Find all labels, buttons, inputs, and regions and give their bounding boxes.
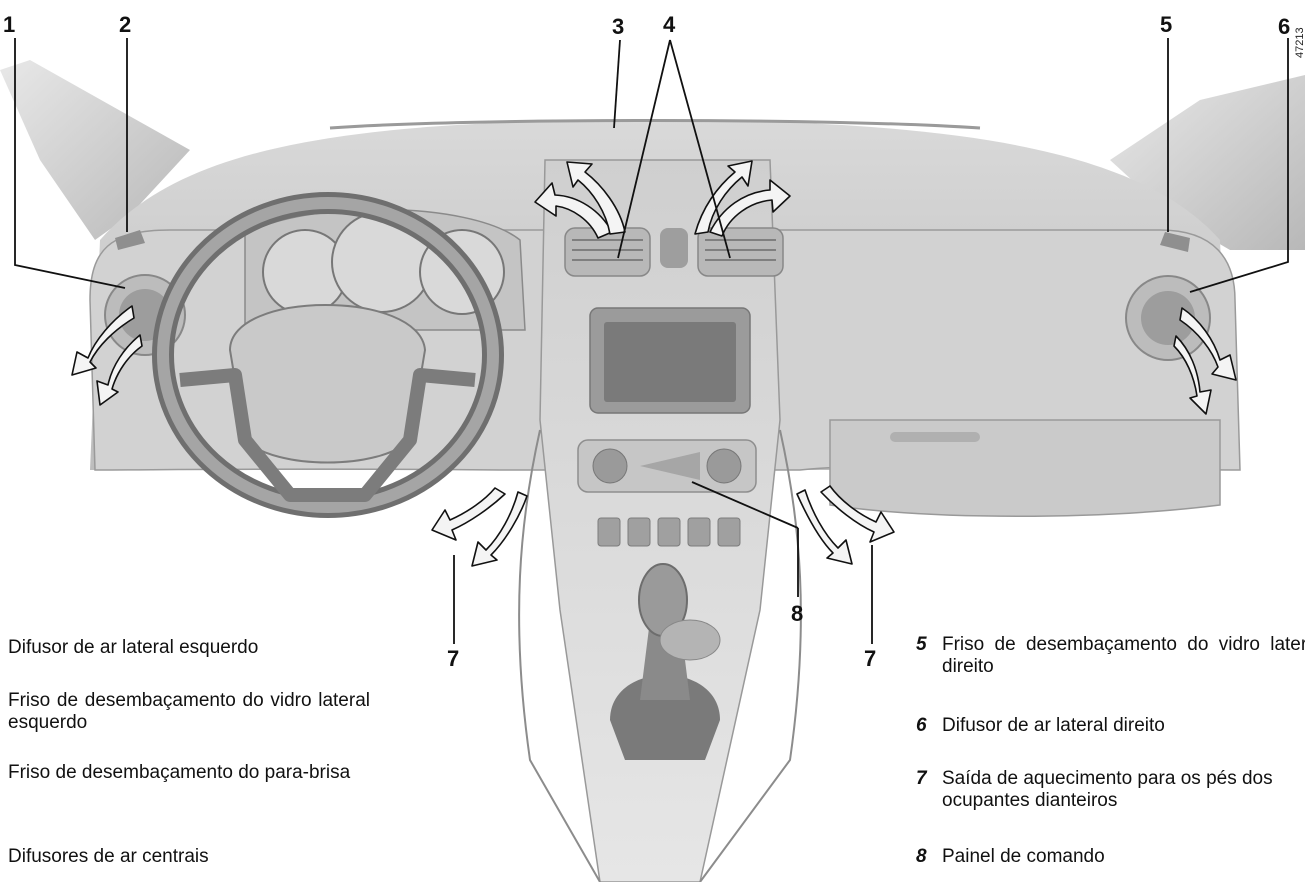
callout-1: 1 — [3, 14, 15, 36]
legend-left-item-1: Difusor de ar lateral esquerdo — [8, 637, 368, 659]
glovebox-handle — [890, 432, 980, 442]
center-vent-right — [698, 228, 783, 276]
callout-6: 6 — [1278, 16, 1290, 38]
callout-2: 2 — [119, 14, 131, 36]
callout-5: 5 — [1160, 14, 1172, 36]
multimedia-screen — [604, 322, 736, 402]
callout-8: 8 — [791, 603, 803, 625]
legend-left-item-3: Friso de desembaçamento do para-brisa — [8, 762, 370, 784]
climate-knob-right — [707, 449, 741, 483]
steering-hub — [230, 305, 425, 463]
callout-7-left: 7 — [447, 648, 459, 670]
callout-4: 4 — [663, 14, 675, 36]
legend-left-item-4: Difusores de ar centrais — [8, 846, 368, 868]
callout-3: 3 — [612, 16, 624, 38]
callout-7-right: 7 — [864, 648, 876, 670]
leader-3 — [614, 40, 620, 128]
hazard-button — [660, 228, 688, 268]
climate-knob-left — [593, 449, 627, 483]
airflow-arrow-foot-left-1 — [432, 488, 505, 540]
figure-ref-code: 47213 — [1294, 27, 1305, 58]
center-vent-left — [565, 228, 650, 276]
switch-row — [598, 518, 740, 546]
cup-holder — [660, 620, 720, 660]
glovebox — [830, 420, 1220, 516]
legend-left-item-2: Friso de desembaçamento do vidro lateral… — [8, 690, 370, 734]
